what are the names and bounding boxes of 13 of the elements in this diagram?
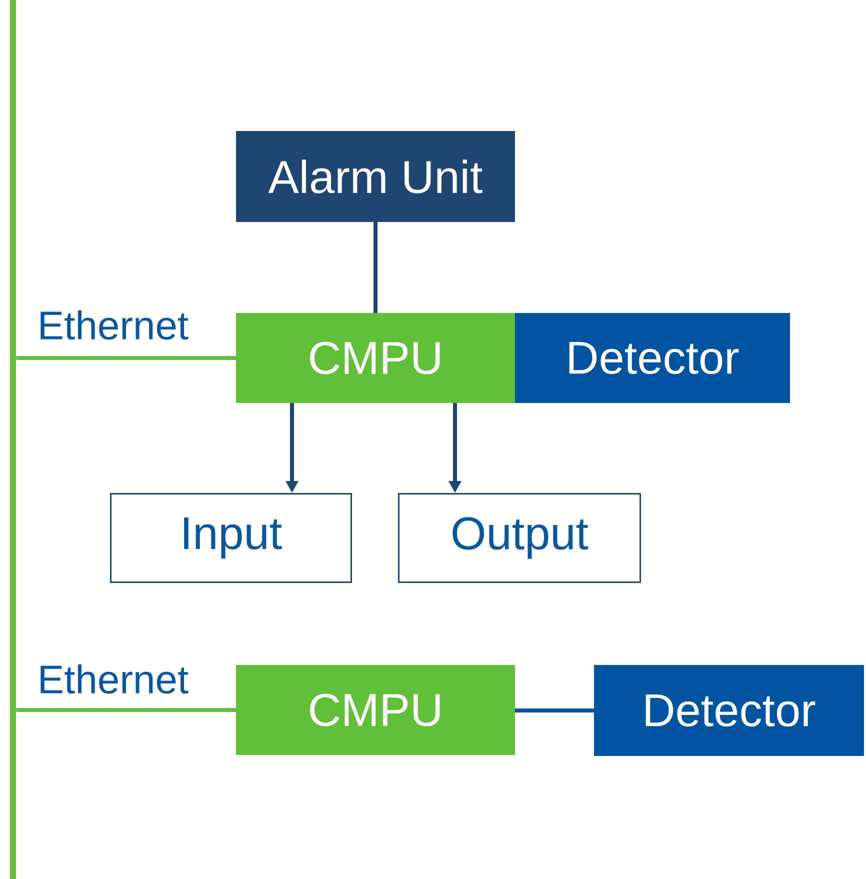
- connector-line: [16, 356, 236, 360]
- unit-box: Alarm Unit: [236, 131, 515, 222]
- edge-label: Ethernet: [36, 309, 190, 341]
- detector-box: Detector: [594, 665, 864, 756]
- processor-box: CMPU: [236, 665, 515, 755]
- io-box: Input: [110, 493, 352, 583]
- connector-line: [515, 708, 594, 712]
- connector-line: [374, 222, 378, 313]
- detector-box: Detector: [515, 313, 790, 403]
- edge-label: Ethernet: [36, 663, 190, 695]
- processor-box: CMPU: [236, 313, 515, 403]
- connector-line: [16, 708, 236, 712]
- io-box: Output: [398, 493, 641, 583]
